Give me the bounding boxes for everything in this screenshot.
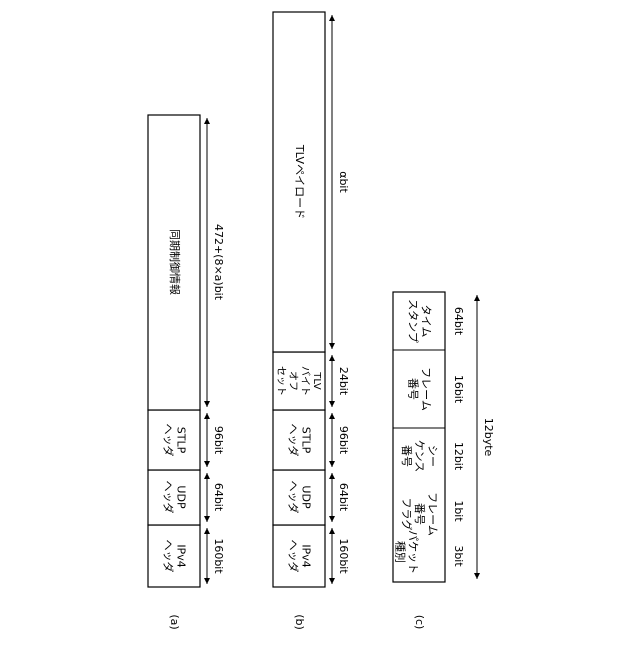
label-line: フラグ [400, 498, 414, 531]
panel-a-field-udp: UDPヘッダ [162, 481, 188, 514]
panel-b-field-ipv4: IPv4ヘッダ [287, 540, 313, 573]
label-line: IPv4 [300, 544, 313, 567]
panel-b-size-tlv-offset: 24bit [337, 367, 350, 396]
panel-a: IPv4ヘッダ UDPヘッダ STLPヘッダ 同期制御情報 160bit 64b… [148, 115, 225, 630]
label-line: 番号 [407, 378, 420, 400]
label-line: UDP [300, 485, 313, 509]
panel-a-size-udp: 64bit [212, 483, 225, 512]
panel-b-size-udp: 64bit [337, 483, 350, 512]
label-line: 同期制御情報 [168, 229, 182, 295]
panel-b-caption: (b) [293, 614, 306, 630]
label-line: タイム [420, 305, 433, 338]
label-line: オフ [287, 371, 299, 391]
panel-c-size-packet-type: 3bit [452, 545, 465, 567]
panel-c-total-size: 12byte [482, 418, 495, 457]
label-line: TLVペイロード [293, 144, 306, 219]
panel-b-field-udp: UDPヘッダ [287, 481, 313, 514]
label-line: フレーム [426, 492, 439, 536]
label-line: セット [275, 366, 287, 396]
label-line: ヘッダ [162, 424, 176, 457]
label-line: ケンス [413, 440, 426, 472]
label-line: ヘッダ [162, 540, 176, 573]
panel-b: IPv4ヘッダ UDPヘッダ STLPヘッダ TLVバイトオフセット TLVペイ… [273, 12, 350, 630]
panel-c-caption: (c) [413, 615, 426, 630]
panel-b-field-stlp: STLPヘッダ [287, 424, 313, 457]
panel-a-size-ipv4: 160bit [212, 538, 225, 574]
label-line: 番号 [413, 503, 426, 525]
panel-a-field-ipv4: IPv4ヘッダ [162, 540, 188, 573]
panel-a-field-stlp: STLPヘッダ [162, 424, 188, 457]
label-line: STLP [175, 427, 188, 454]
panel-c-size-sequence: 12bit [452, 442, 465, 471]
label-line: UDP [175, 485, 188, 509]
label-line: ヘッダ [287, 481, 301, 514]
panel-b-size-ipv4: 160bit [337, 538, 350, 574]
label-line: IPv4 [175, 544, 188, 567]
label-line: STLP [300, 427, 313, 454]
panel-a-size-stlp: 96bit [212, 426, 225, 455]
panel-b-size-stlp: 96bit [337, 426, 350, 455]
label-line: フレーム [420, 367, 433, 411]
label-line: ヘッダ [287, 424, 301, 457]
label-line: スタンプ [407, 299, 420, 343]
panel-c-size-frame-flag: 1bit [452, 500, 465, 522]
label-line: ヘッダ [287, 540, 301, 573]
panel-a-caption: (a) [168, 614, 181, 629]
panel-c-field-timestamp: タイムスタンプ [407, 299, 433, 343]
panel-c-size-timestamp: 64bit [452, 307, 465, 336]
panel-c: パケット種別 フレーム番号フラグ シーケンス番号 フレーム番号 タイムスタンプ … [393, 292, 495, 629]
label-line: ヘッダ [162, 481, 176, 514]
label-line: 番号 [400, 445, 413, 467]
panel-a-size-sync: 472+(8×a)bit [212, 224, 225, 301]
panel-a-field-sync: 同期制御情報 [168, 229, 182, 295]
label-line: 種別 [394, 541, 408, 563]
label-line: バイト [299, 366, 311, 396]
panel-c-size-frame-number: 16bit [452, 375, 465, 404]
panel-b-field-payload: TLVペイロード [293, 144, 306, 219]
panel-b-size-payload: αbit [337, 171, 350, 193]
label-line: パケット [407, 530, 420, 574]
label-line: TLV [311, 371, 322, 390]
label-line: シー [426, 445, 439, 467]
